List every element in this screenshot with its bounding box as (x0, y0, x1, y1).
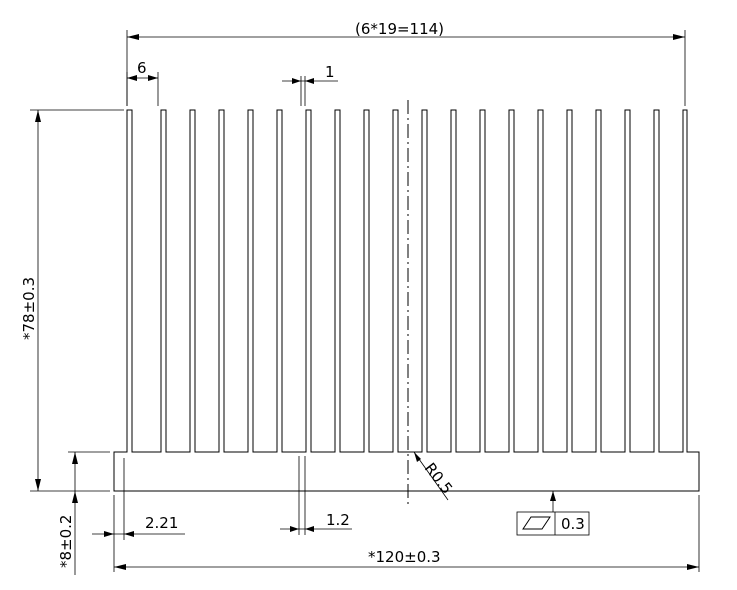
fin-taper-marks (160, 283, 660, 291)
dimension-base-thickness-text: *8±0.2 (57, 515, 75, 568)
dimension-fin-pitch-text: 6 (137, 59, 147, 77)
dimension-overall-width: *120±0.3 (114, 495, 700, 572)
dimension-edge-offset-text: 2.21 (145, 514, 178, 532)
dimension-fin-pitch-total: (6*19=114) (126, 20, 686, 106)
flatness-tolerance-frame: 0.3 (516, 491, 590, 536)
flatness-tolerance-value: 0.3 (561, 515, 585, 533)
dimension-fin-pitch: 6 (126, 59, 159, 106)
dimension-overall-width-text: *120±0.3 (368, 548, 441, 566)
dimension-fin-pitch-total-text: (6*19=114) (355, 20, 444, 38)
dimension-base-thickness: *8±0.2 (57, 451, 110, 575)
heat-sink-outline (113, 109, 700, 492)
flatness-icon (522, 516, 551, 530)
dimension-overall-height: *78±0.3 (20, 109, 124, 492)
dimension-fin-root-width-text: 1.2 (326, 511, 350, 529)
dimension-fin-root-width: 1.2 (280, 456, 352, 535)
dimension-root-radius-text: R0.5 (421, 459, 456, 497)
dimension-overall-height-text: *78±0.3 (20, 277, 38, 340)
dimension-fin-thickness: 1 (282, 63, 338, 106)
dimension-fin-thickness-text: 1 (325, 63, 335, 81)
dimension-root-radius: R0.5 (413, 451, 456, 501)
dimension-edge-offset: 2.21 (92, 458, 185, 572)
